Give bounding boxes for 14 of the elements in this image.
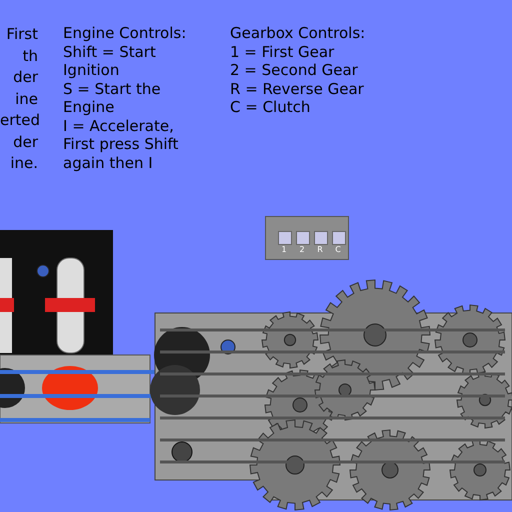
instruction-text: S = Start the Engine: [63, 80, 162, 116]
instruction-text: I = Accelerate, First press Shift again then I: [63, 116, 180, 172]
instruction-text: R = Reverse Gear: [230, 80, 365, 98]
heading: Gearbox Controls:: [230, 24, 366, 42]
key-label: C: [334, 245, 342, 254]
instruction-text: 2 = Second Gear: [230, 61, 359, 80]
key-label: 2: [298, 245, 306, 254]
heading: Engine Controls:: [63, 24, 188, 42]
instruction-text: C = Clutch: [230, 98, 312, 116]
key-label: 1: [280, 245, 288, 254]
key-label: R: [316, 245, 324, 254]
instruction-text: First th der ine erted der ine.: [0, 24, 38, 174]
instruction-text: 1 = First Gear: [230, 42, 336, 61]
instruction-text: Shift = Start Ignition: [63, 42, 157, 80]
